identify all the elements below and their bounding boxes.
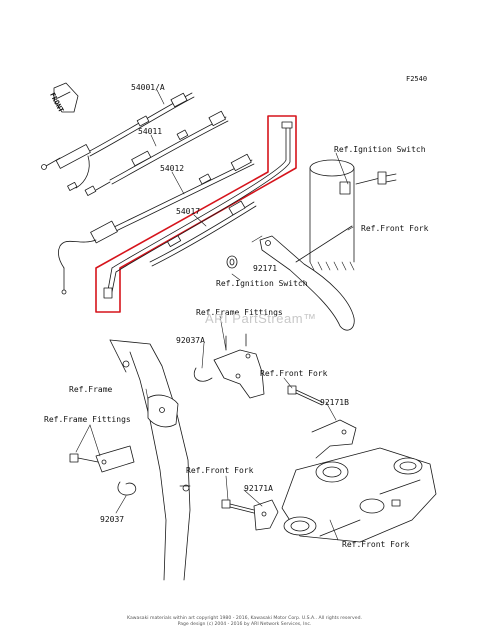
ref-frame-fittings-top[interactable]: Ref.Frame Fittings bbox=[196, 308, 283, 317]
ref-front-fork-lower[interactable]: Ref.Front Fork bbox=[186, 466, 254, 475]
part-number-92037a[interactable]: 92037A bbox=[176, 336, 205, 345]
part-number-92037[interactable]: 92037 bbox=[100, 515, 125, 524]
part-number-54001a[interactable]: 54001/A bbox=[131, 83, 165, 92]
lower-triple-clamp bbox=[281, 447, 437, 543]
bracket-92171b[interactable] bbox=[311, 419, 357, 459]
cable-bracket-92171[interactable] bbox=[259, 225, 355, 331]
throttle-cable-54011[interactable] bbox=[84, 110, 229, 196]
highlighted-cable-outline bbox=[95, 115, 297, 313]
part-number-54011[interactable]: 54011 bbox=[138, 127, 163, 136]
copyright-line-2: Page design (c) 2004 - 2016 by ARI Netwo… bbox=[177, 622, 312, 627]
frame-tube bbox=[109, 339, 191, 581]
grommet bbox=[226, 255, 238, 269]
ref-front-fork-top[interactable]: Ref.Front Fork bbox=[361, 224, 429, 233]
throttle-cable-54001a[interactable] bbox=[41, 92, 195, 191]
part-number-92171b[interactable]: 92171B bbox=[320, 398, 349, 407]
ref-frame-fittings-left[interactable]: Ref.Frame Fittings bbox=[44, 415, 131, 424]
ref-front-fork-mid[interactable]: Ref.Front Fork bbox=[260, 369, 328, 378]
part-number-92171a[interactable]: 92171A bbox=[244, 484, 273, 493]
clip-92037[interactable] bbox=[117, 481, 137, 496]
fork-tube-upper bbox=[309, 159, 355, 271]
ref-ignition-switch-mid[interactable]: Ref.Ignition Switch bbox=[216, 279, 308, 288]
cable-54017[interactable] bbox=[149, 200, 257, 267]
ignition-switch-bolt bbox=[355, 171, 397, 185]
front-direction-arrow bbox=[53, 82, 79, 113]
bracket-92171a[interactable] bbox=[221, 499, 279, 531]
ref-frame[interactable]: Ref.Frame bbox=[69, 385, 113, 394]
copyright-line-1: Kawasaki materials within art copyright … bbox=[127, 616, 362, 621]
bracket-92037a[interactable] bbox=[193, 333, 265, 399]
ref-front-fork-bottom[interactable]: Ref.Front Fork bbox=[342, 540, 410, 549]
part-number-54017[interactable]: 54017 bbox=[176, 207, 201, 216]
watermark: ARI PartStream™ bbox=[205, 311, 317, 326]
figure-code: F2540 bbox=[406, 75, 428, 83]
frame-fitting-bolt bbox=[69, 445, 135, 473]
cable-54012[interactable] bbox=[57, 153, 255, 295]
ref-ignition-switch-top[interactable]: Ref.Ignition Switch bbox=[334, 145, 426, 154]
part-number-54012[interactable]: 54012 bbox=[160, 164, 185, 173]
leader-lines bbox=[75, 89, 354, 541]
part-number-92171[interactable]: 92171 bbox=[253, 264, 278, 273]
bolt-92171b bbox=[287, 385, 323, 406]
